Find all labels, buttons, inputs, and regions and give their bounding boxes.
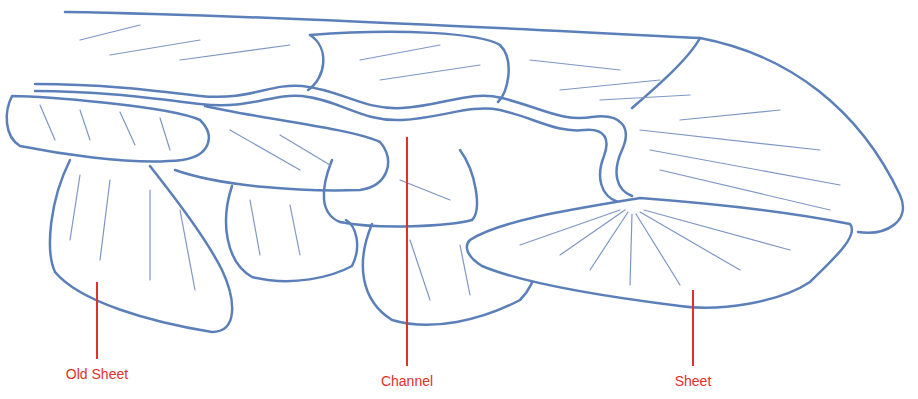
part-label: Old Sheet: [66, 366, 128, 383]
part-label: Sheet: [675, 373, 712, 390]
part-label: Channel: [381, 373, 433, 390]
leader-lines: [97, 137, 693, 366]
